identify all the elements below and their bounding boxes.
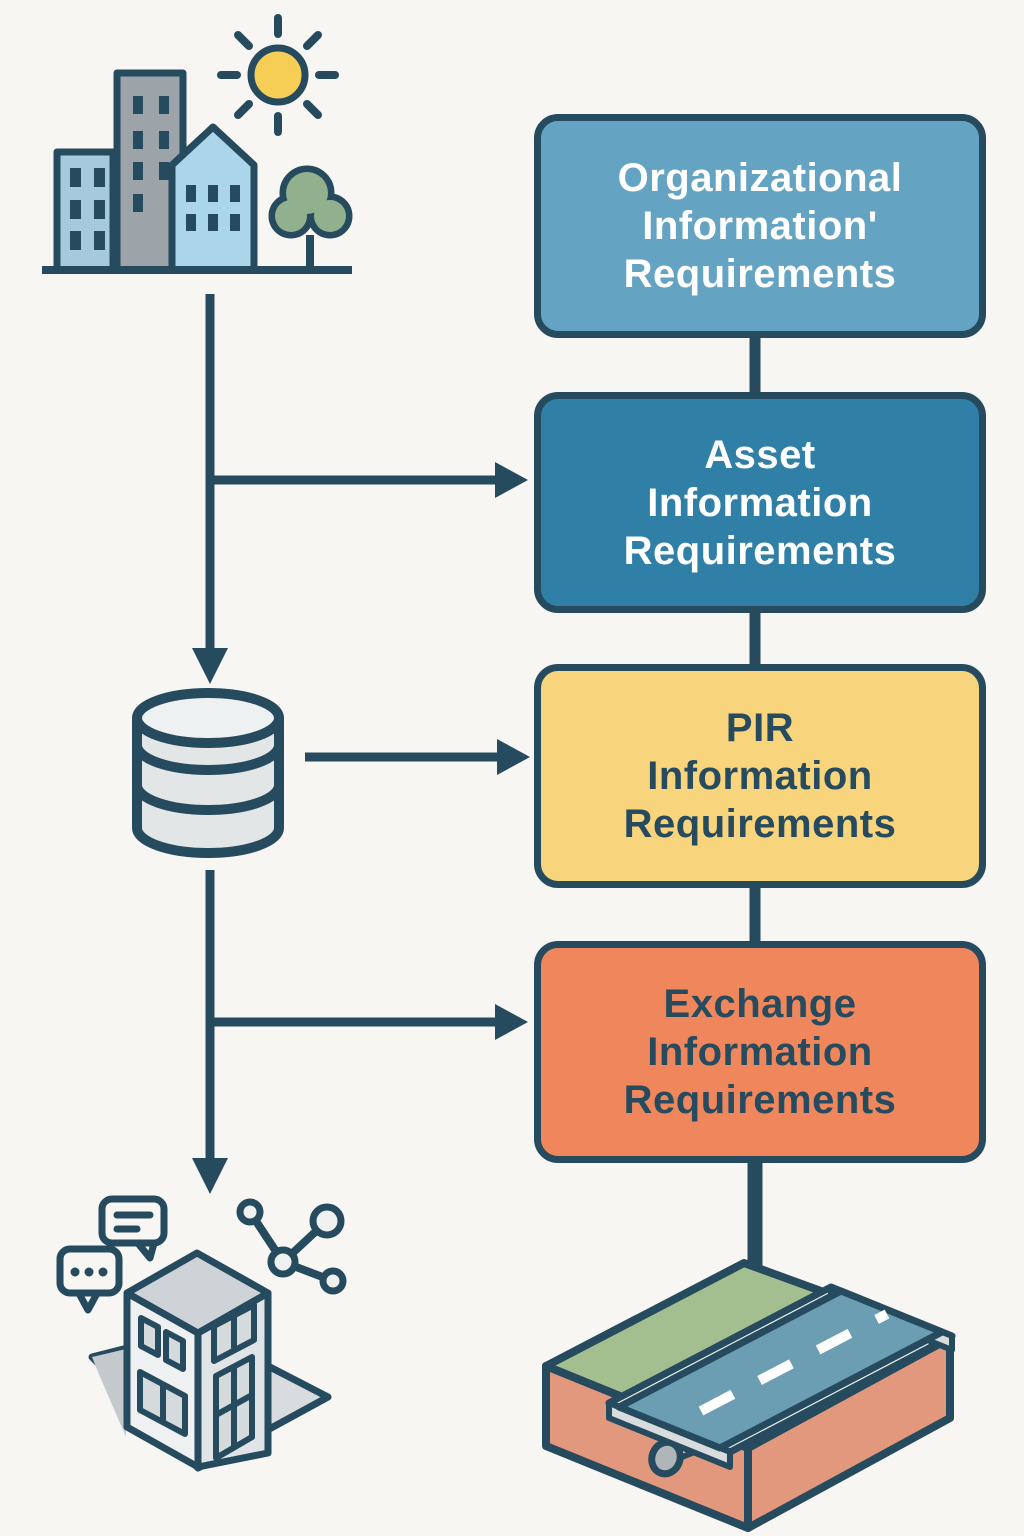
box-label-line: PIR bbox=[725, 706, 795, 750]
arrow-database-to-exchange-box bbox=[206, 1004, 528, 1040]
connector-lines bbox=[192, 294, 782, 1324]
tree-icon bbox=[268, 165, 353, 268]
arrow-city-to-database bbox=[192, 294, 228, 684]
box-label-line: Requirements bbox=[623, 528, 897, 573]
box-label-line: Exchange bbox=[663, 982, 857, 1026]
ground-plane-shade bbox=[92, 1349, 126, 1437]
chat-bubble-dots-icon bbox=[56, 1245, 123, 1314]
road-terrain-icon bbox=[542, 1259, 956, 1532]
box-exchange-information-requirements: Exchange Information Requirements bbox=[534, 941, 986, 1163]
arrow-database-to-pir-box bbox=[305, 739, 530, 775]
box-label-line: Information bbox=[647, 480, 873, 525]
arrow-database-to-building-model bbox=[192, 870, 228, 1194]
box-label-line: Organizational bbox=[617, 156, 903, 200]
box-pir-information-requirements: PIR Information Requirements bbox=[534, 664, 986, 888]
box-asset-information-requirements: Asset Information Requirements bbox=[534, 392, 986, 613]
road-center-dashes bbox=[698, 1309, 890, 1416]
sun-icon bbox=[217, 14, 339, 136]
database-icon bbox=[132, 688, 284, 858]
box-label-line: Asset bbox=[704, 432, 816, 477]
box-label-line: Requirements bbox=[623, 252, 897, 296]
arrow-city-to-asset-box bbox=[206, 462, 528, 498]
building-model-icon bbox=[56, 1195, 347, 1472]
building-house bbox=[168, 123, 258, 274]
box-label-line: Information' bbox=[642, 204, 878, 248]
box-label-line: Requirements bbox=[623, 1078, 897, 1122]
box-organizational-information-requirements: Organizational Information' Requirements bbox=[534, 114, 986, 338]
network-nodes-icon bbox=[236, 1198, 347, 1295]
isometric-building bbox=[123, 1249, 272, 1471]
box-label-line: Information bbox=[647, 1030, 873, 1074]
chat-bubble-lines-icon bbox=[98, 1195, 168, 1262]
box-label-line: Requirements bbox=[623, 802, 897, 846]
building-left bbox=[53, 148, 117, 274]
city-icon bbox=[42, 14, 353, 274]
box-label-line: Information bbox=[647, 754, 873, 798]
